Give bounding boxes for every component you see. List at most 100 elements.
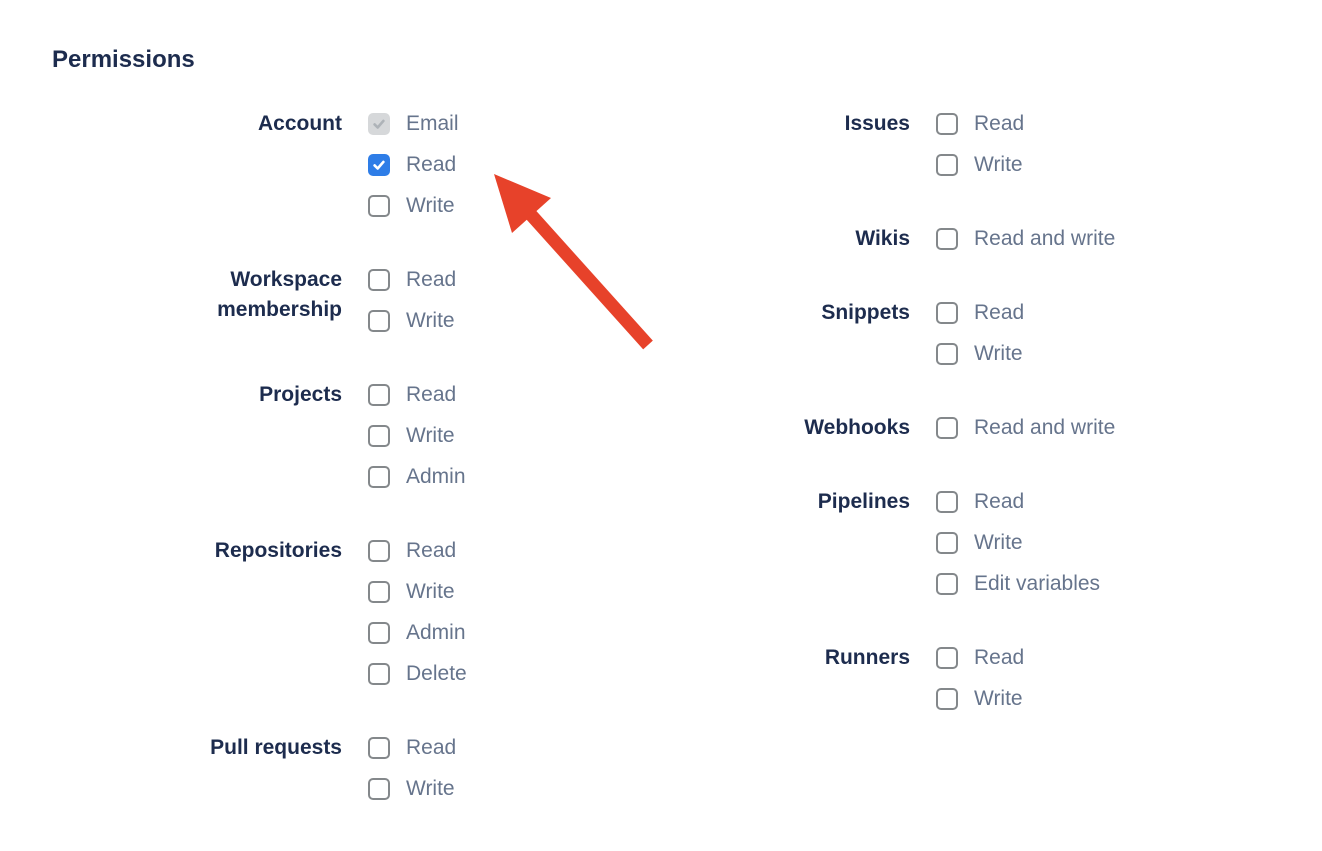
group-label-pipelines: Pipelines — [817, 490, 910, 513]
permission-group: Workspace membership Read Write — [52, 268, 467, 350]
permission-option-snippets-write[interactable]: Write — [936, 342, 1024, 366]
group-label-repositories: Repositories — [214, 539, 342, 562]
checkbox-repositories-read[interactable] — [368, 540, 390, 562]
permission-option-label: Read and write — [974, 416, 1116, 439]
permission-option-workspace-membership-write[interactable]: Write — [368, 309, 456, 333]
group-label-account: Account — [258, 112, 342, 135]
permission-option-snippets-read[interactable]: Read — [936, 301, 1024, 325]
permission-option-label: Write — [406, 309, 455, 332]
checkbox-runners-read[interactable] — [936, 647, 958, 669]
permission-option-issues-read[interactable]: Read — [936, 112, 1024, 136]
checkbox-pull-requests-write[interactable] — [368, 778, 390, 800]
permission-option-runners-write[interactable]: Write — [936, 687, 1024, 711]
annotation-arrow-head — [494, 174, 551, 233]
permission-option-label: Read — [406, 736, 457, 759]
permission-group: Repositories Read Write Admin — [52, 539, 467, 703]
permission-option-label: Read and write — [974, 227, 1116, 250]
permission-option-label: Read — [974, 301, 1025, 324]
checkbox-runners-write[interactable] — [936, 688, 958, 710]
permission-option-label: Read — [974, 490, 1025, 513]
checkbox-wikis-read-and-write[interactable] — [936, 228, 958, 250]
checkmark-icon — [373, 160, 385, 170]
checkbox-projects-read[interactable] — [368, 384, 390, 406]
group-label-pull-requests: Pull requests — [210, 736, 342, 759]
group-label-issues: Issues — [844, 112, 910, 135]
group-label-wikis: Wikis — [855, 227, 910, 250]
permission-option-workspace-membership-read[interactable]: Read — [368, 268, 456, 292]
permission-group: Pull requests Read Write — [52, 736, 467, 818]
checkmark-icon — [373, 119, 385, 129]
group-label-runners: Runners — [824, 646, 910, 669]
permission-group-options: Read Write Edit variables — [936, 490, 1100, 613]
permission-option-pipelines-write[interactable]: Write — [936, 531, 1100, 555]
permission-option-label: Read — [406, 383, 457, 406]
checkbox-pipelines-write[interactable] — [936, 532, 958, 554]
permission-option-projects-admin[interactable]: Admin — [368, 465, 466, 489]
checkbox-pull-requests-read[interactable] — [368, 737, 390, 759]
permission-group: Runners Read Write — [620, 646, 1115, 728]
checkbox-account-write[interactable] — [368, 195, 390, 217]
permission-option-label: Write — [974, 531, 1023, 554]
permission-group-options: Read Write Admin Delete — [368, 539, 467, 703]
permission-option-account-email: Email — [368, 112, 459, 136]
permission-option-label: Read — [406, 539, 457, 562]
permission-option-label: Write — [406, 777, 455, 800]
permission-option-pull-requests-read[interactable]: Read — [368, 736, 456, 760]
permission-option-account-write[interactable]: Write — [368, 194, 459, 218]
permission-option-label: Admin — [406, 621, 466, 644]
checkbox-workspace-membership-read[interactable] — [368, 269, 390, 291]
permission-group-options: Read Write — [368, 268, 456, 350]
permission-option-label: Write — [974, 687, 1023, 710]
permission-option-repositories-delete[interactable]: Delete — [368, 662, 467, 686]
checkbox-account-email — [368, 113, 390, 135]
permissions-column-right: Issues Read Write Wikis Read and write — [620, 112, 1115, 761]
permission-option-repositories-write[interactable]: Write — [368, 580, 467, 604]
checkbox-snippets-read[interactable] — [936, 302, 958, 324]
permission-option-label: Write — [406, 580, 455, 603]
permissions-column-left: Account Email Read Write Workspace membe… — [52, 112, 467, 851]
checkbox-repositories-admin[interactable] — [368, 622, 390, 644]
permission-option-repositories-read[interactable]: Read — [368, 539, 467, 563]
permission-group-options: Read and write — [936, 416, 1115, 457]
permission-option-projects-write[interactable]: Write — [368, 424, 466, 448]
permission-option-label: Read — [406, 153, 457, 176]
checkbox-projects-admin[interactable] — [368, 466, 390, 488]
checkbox-issues-write[interactable] — [936, 154, 958, 176]
checkbox-webhooks-read-and-write[interactable] — [936, 417, 958, 439]
page-title: Permissions — [52, 46, 195, 73]
permission-option-issues-write[interactable]: Write — [936, 153, 1024, 177]
permission-group: Snippets Read Write — [620, 301, 1115, 383]
permission-option-webhooks-read-and-write[interactable]: Read and write — [936, 416, 1115, 440]
permission-option-pipelines-read[interactable]: Read — [936, 490, 1100, 514]
permission-option-label: Delete — [406, 662, 467, 685]
permission-option-pipelines-edit-variables[interactable]: Edit variables — [936, 572, 1100, 596]
checkbox-issues-read[interactable] — [936, 113, 958, 135]
permission-option-runners-read[interactable]: Read — [936, 646, 1024, 670]
checkbox-repositories-write[interactable] — [368, 581, 390, 603]
permission-option-label: Write — [406, 424, 455, 447]
checkbox-workspace-membership-write[interactable] — [368, 310, 390, 332]
permission-group-options: Read Write — [368, 736, 456, 818]
group-label-projects: Projects — [259, 383, 342, 406]
permission-option-pull-requests-write[interactable]: Write — [368, 777, 456, 801]
checkbox-repositories-delete[interactable] — [368, 663, 390, 685]
permission-group-options: Read and write — [936, 227, 1115, 268]
permission-group-options: Read Write Admin — [368, 383, 466, 506]
permission-option-label: Write — [406, 194, 455, 217]
permission-option-account-read[interactable]: Read — [368, 153, 459, 177]
permission-option-projects-read[interactable]: Read — [368, 383, 466, 407]
permission-group: Pipelines Read Write Edit variables — [620, 490, 1115, 613]
checkbox-projects-write[interactable] — [368, 425, 390, 447]
permission-option-label: Edit variables — [974, 572, 1101, 595]
permission-group: Projects Read Write Admin — [52, 383, 467, 506]
checkbox-account-read[interactable] — [368, 154, 390, 176]
permission-group: Issues Read Write — [620, 112, 1115, 194]
checkbox-snippets-write[interactable] — [936, 343, 958, 365]
permission-option-label: Admin — [406, 465, 466, 488]
checkbox-pipelines-read[interactable] — [936, 491, 958, 513]
permission-option-repositories-admin[interactable]: Admin — [368, 621, 467, 645]
checkbox-pipelines-edit-variables[interactable] — [936, 573, 958, 595]
group-label-snippets: Snippets — [821, 301, 910, 324]
permission-option-label: Write — [974, 153, 1023, 176]
permission-option-wikis-read-and-write[interactable]: Read and write — [936, 227, 1115, 251]
